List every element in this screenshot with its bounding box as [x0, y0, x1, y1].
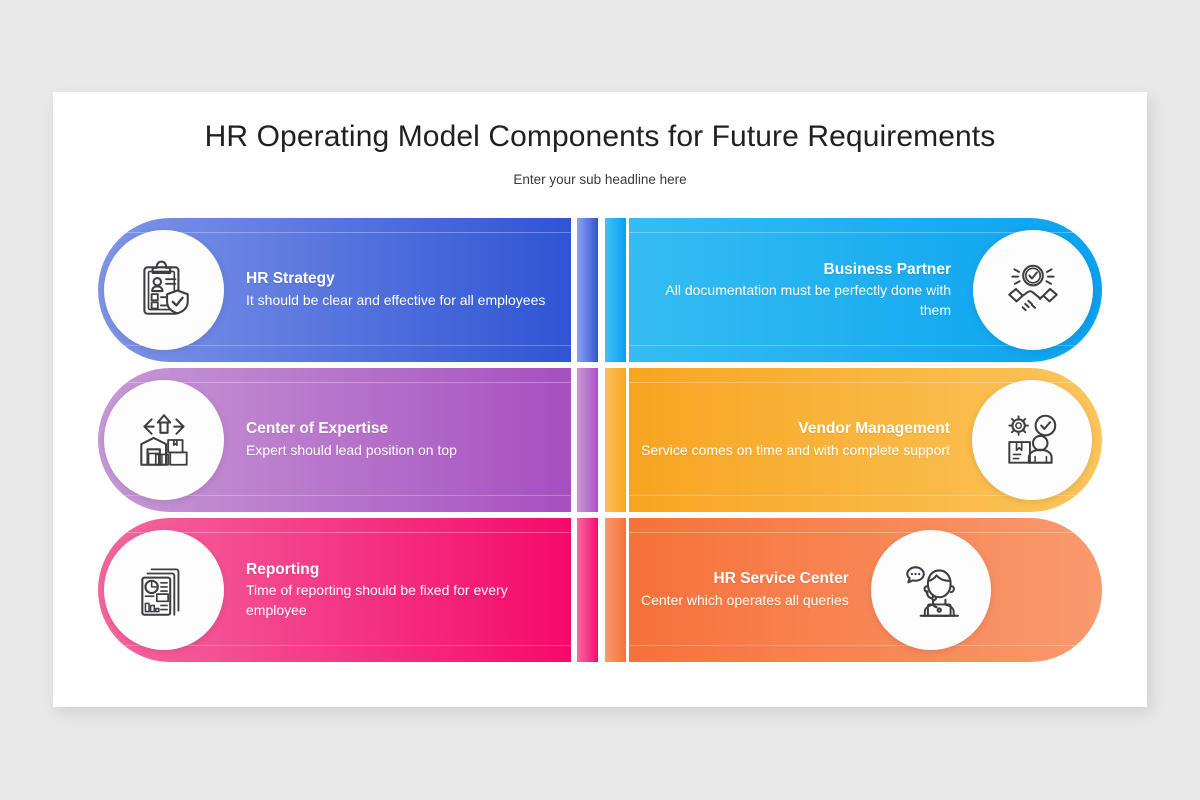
- slide-canvas: HR Operating Model Components for Future…: [53, 92, 1147, 707]
- card-title: HR Strategy: [246, 270, 335, 288]
- card-title: Center of Expertise: [246, 420, 389, 438]
- card-description: Time of reporting should be fixed for ev…: [246, 581, 508, 618]
- card-title: Vendor Management: [798, 420, 950, 438]
- card-text: Vendor Management Service comes on time …: [629, 419, 972, 460]
- gear-person-box-icon: [971, 380, 1092, 500]
- page-title: HR Operating Model Components for Future…: [204, 120, 996, 153]
- support-agent-icon: [870, 530, 991, 650]
- accent-strip-left: [577, 518, 598, 662]
- card-text: Business Partner All documentation must …: [629, 260, 973, 321]
- page-subtitle: Enter your sub headline here: [513, 172, 687, 187]
- card-text: Center of Expertise Expert should lead p…: [224, 419, 469, 460]
- clipboard-shield-icon: [104, 230, 224, 350]
- card-description: Service comes on time and with complete …: [641, 441, 950, 458]
- card-description: It should be clear and effective for all…: [246, 291, 546, 308]
- card-description: Expert should lead position on top: [246, 441, 457, 458]
- component-row: Reporting Time of reporting should be fi…: [53, 518, 1147, 668]
- component-row: Center of Expertise Expert should lead p…: [53, 368, 1147, 518]
- card-title: Reporting: [246, 560, 320, 578]
- card-description: Center which operates all queries: [641, 591, 849, 608]
- card-text: HR Strategy It should be clear and effec…: [224, 269, 557, 310]
- accent-strip-right: [605, 218, 626, 362]
- card-title: HR Service Center: [713, 570, 849, 588]
- card-text: Reporting Time of reporting should be fi…: [224, 560, 568, 621]
- warehouse-arrows-icon: [104, 380, 224, 500]
- card-hr-service-center[interactable]: HR Service Center Center which operates …: [629, 518, 1102, 662]
- accent-strip-right: [605, 368, 626, 512]
- card-business-partner[interactable]: Business Partner All documentation must …: [629, 218, 1102, 362]
- card-title: Business Partner: [823, 260, 952, 278]
- handshake-check-icon: [973, 230, 1093, 350]
- component-row: HR Strategy It should be clear and effec…: [53, 218, 1147, 368]
- card-description: All documentation must be perfectly done…: [665, 281, 951, 318]
- card-hr-strategy[interactable]: HR Strategy It should be clear and effec…: [98, 218, 571, 362]
- component-grid: HR Strategy It should be clear and effec…: [53, 218, 1147, 668]
- report-documents-icon: [104, 530, 224, 650]
- accent-strip-left: [577, 218, 598, 362]
- card-reporting[interactable]: Reporting Time of reporting should be fi…: [98, 518, 571, 662]
- accent-strip-left: [577, 368, 598, 512]
- card-vendor-management[interactable]: Vendor Management Service comes on time …: [629, 368, 1102, 512]
- card-center-of-expertise[interactable]: Center of Expertise Expert should lead p…: [98, 368, 571, 512]
- accent-strip-right: [605, 518, 626, 662]
- card-text: HR Service Center Center which operates …: [629, 569, 871, 610]
